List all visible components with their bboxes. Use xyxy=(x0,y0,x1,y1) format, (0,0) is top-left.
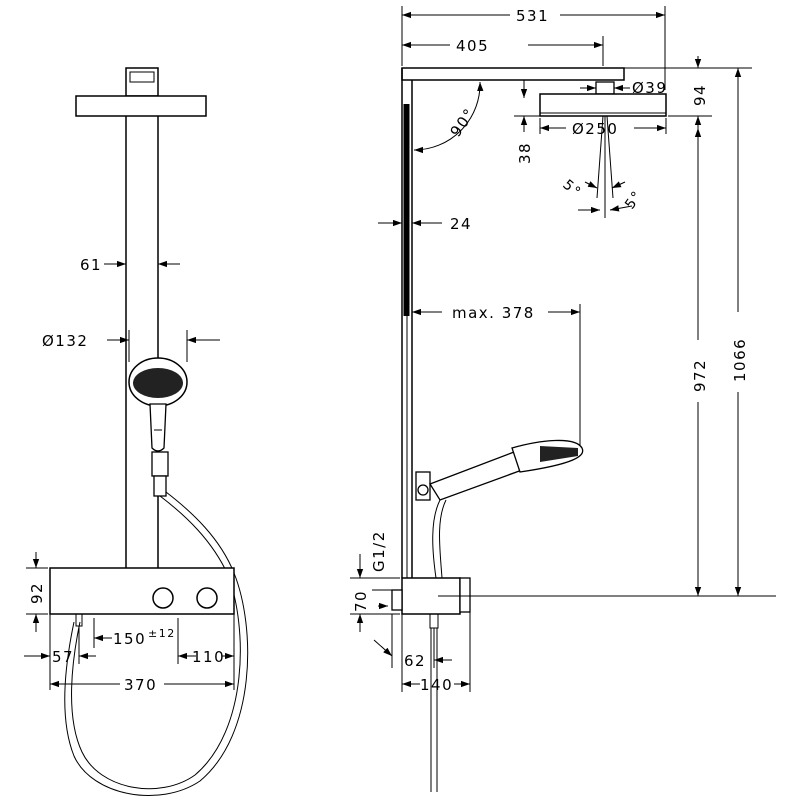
outlet-connector-side xyxy=(429,613,439,629)
side-view: 5° 5° 531 405 Ø39 xyxy=(350,6,776,792)
dim-arm-angle: 90° xyxy=(447,104,480,140)
dim-head-thickness: 38 xyxy=(516,142,534,164)
dim-handshower-diameter: Ø132 xyxy=(42,332,88,350)
dim-arm-reach: 405 xyxy=(456,37,489,55)
dim-thread: G1/2 xyxy=(370,530,388,572)
head-connector xyxy=(595,81,615,95)
dim-wall-offset: 62 xyxy=(404,652,426,670)
handshower-holder xyxy=(151,451,169,477)
overhead-connector-inner xyxy=(129,71,155,83)
handshower-handle xyxy=(149,403,167,452)
dim-body-height-side: 70 xyxy=(352,590,370,612)
dim-pipe-width: 61 xyxy=(80,256,102,274)
dim-valve-spacing-tolerance: ±12 xyxy=(148,627,176,640)
dim-total-width: 370 xyxy=(124,676,157,694)
dim-offset-left: 57 xyxy=(52,648,74,666)
front-view: 61 Ø132 92 57 150 ±12 110 xyxy=(24,67,249,796)
overhead-shower-plate xyxy=(75,95,207,117)
dim-body-height: 92 xyxy=(28,582,46,604)
wall-connection xyxy=(391,589,403,611)
dim-rail-width: 24 xyxy=(450,215,472,233)
side-knob xyxy=(459,577,471,613)
hose-inner xyxy=(64,491,249,796)
dim-head-height: 972 xyxy=(691,359,709,392)
hose-side xyxy=(432,499,441,579)
handshower-side xyxy=(429,451,523,501)
hose-connector xyxy=(153,475,167,497)
dim-tilt-angle-2: 5° xyxy=(622,188,646,213)
left-inlet xyxy=(75,613,83,627)
dim-max-handshower-reach: max. 378 xyxy=(452,304,535,322)
temperature-knob xyxy=(152,587,174,609)
dim-overall-reach: 531 xyxy=(516,7,549,25)
dim-arm-height: 94 xyxy=(691,84,709,106)
dim-tilt-angle-1: 5° xyxy=(559,177,584,201)
dim-connector-diameter: Ø39 xyxy=(632,79,667,97)
dim-body-depth: 140 xyxy=(420,676,453,694)
dim-offset-right: 110 xyxy=(192,648,225,666)
handshower-spray-face xyxy=(133,368,183,398)
slide-rail xyxy=(403,104,410,316)
dim-overall-height: 1066 xyxy=(731,338,749,382)
overhead-arm xyxy=(401,67,625,81)
dim-valve-spacing: 150 xyxy=(113,630,146,648)
dim-head-diameter: Ø250 xyxy=(572,120,618,138)
hose-outer xyxy=(71,495,241,790)
flow-knob xyxy=(196,587,218,609)
